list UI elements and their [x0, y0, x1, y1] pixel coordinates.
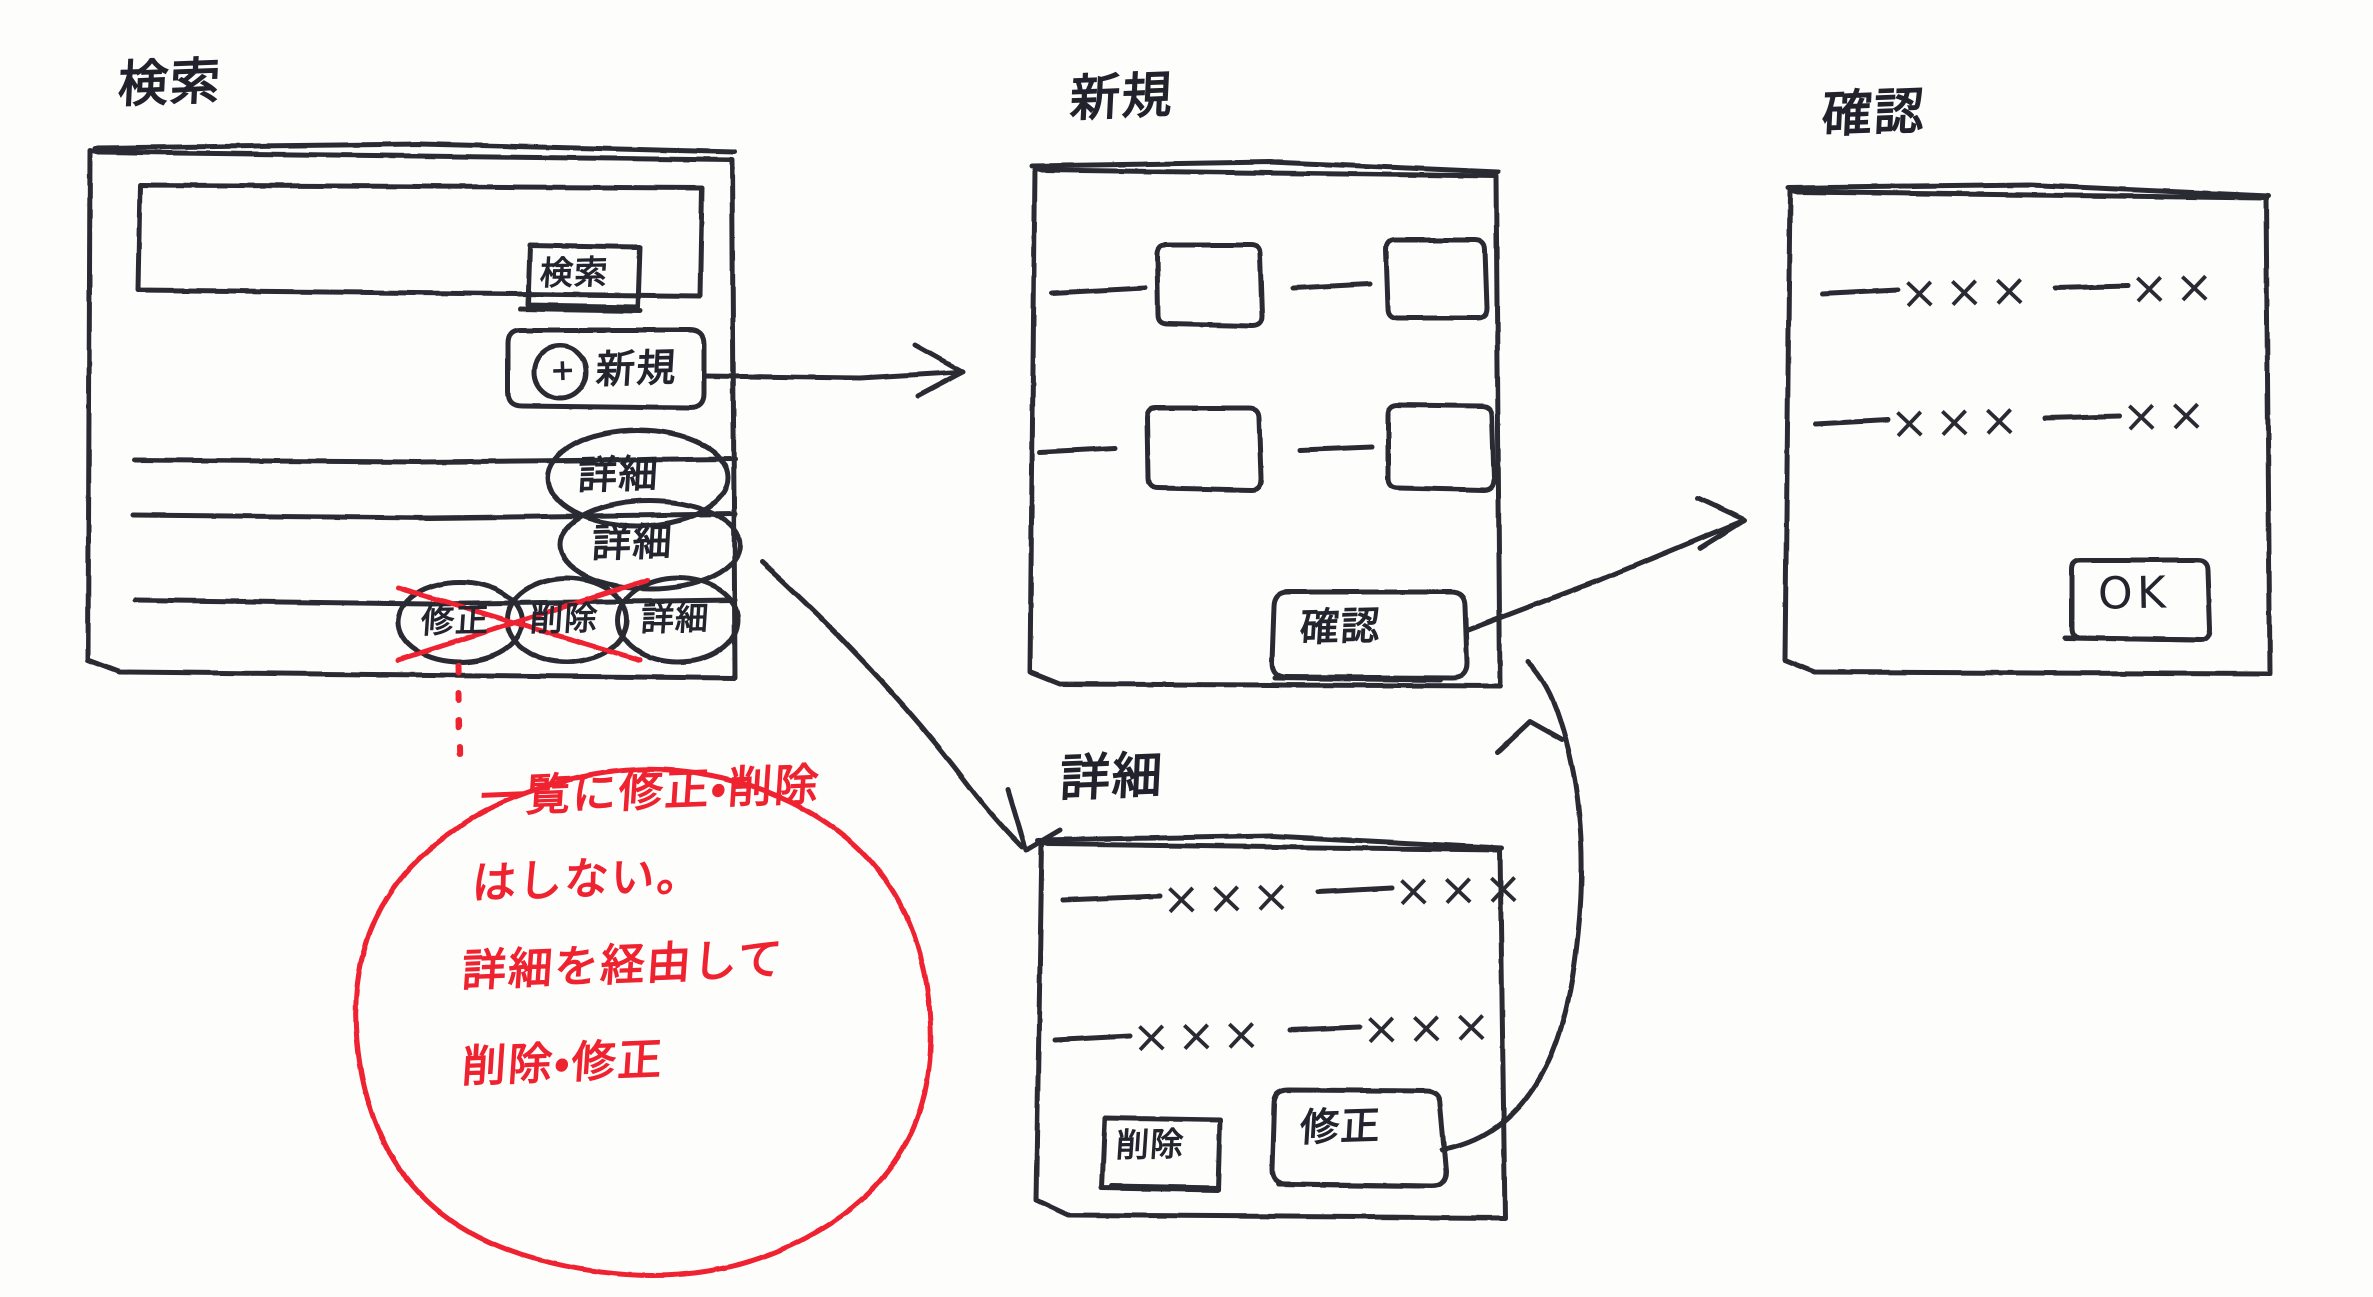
- new-form-fields: [1037, 281, 1375, 455]
- detail-button-row-1[interactable]: [545, 427, 731, 529]
- strikethrough-edit-delete: [395, 577, 651, 663]
- annotation-leader-line: [455, 663, 463, 775]
- flow-arrow-detail: [759, 559, 1063, 853]
- confirm-button-box[interactable]: [1269, 589, 1470, 683]
- new-button-box[interactable]: [505, 327, 707, 411]
- screen-detail-frame: [1033, 833, 1508, 1221]
- confirm-row-marks: [1812, 283, 2131, 427]
- ok-button-box[interactable]: [2062, 557, 2213, 643]
- screen-search-frame: [85, 141, 738, 681]
- detail-delete-button-box[interactable]: [1099, 1115, 1223, 1193]
- flow-arrow-edit-to-confirm: [1439, 659, 1585, 1153]
- new-input-2[interactable]: [1383, 237, 1490, 321]
- flow-arrow-confirm: [1465, 495, 1748, 633]
- detail-button-row-3[interactable]: [615, 575, 741, 665]
- new-input-3[interactable]: [1144, 405, 1264, 493]
- search-button-box[interactable]: [517, 242, 643, 314]
- new-input-4[interactable]: [1385, 402, 1497, 493]
- flow-arrow-new: [701, 342, 966, 399]
- new-input-1[interactable]: [1154, 242, 1265, 329]
- screen-new-frame: [1027, 159, 1503, 689]
- annotation-circle: [353, 766, 934, 1278]
- detail-button-row-2[interactable]: [557, 498, 743, 592]
- detail-edit-button-box[interactable]: [1269, 1087, 1449, 1189]
- screen-confirm-frame: [1782, 182, 2273, 677]
- search-input-box[interactable]: [135, 182, 705, 299]
- detail-row-marks: [1052, 885, 1395, 1043]
- search-result-rows: [130, 456, 738, 607]
